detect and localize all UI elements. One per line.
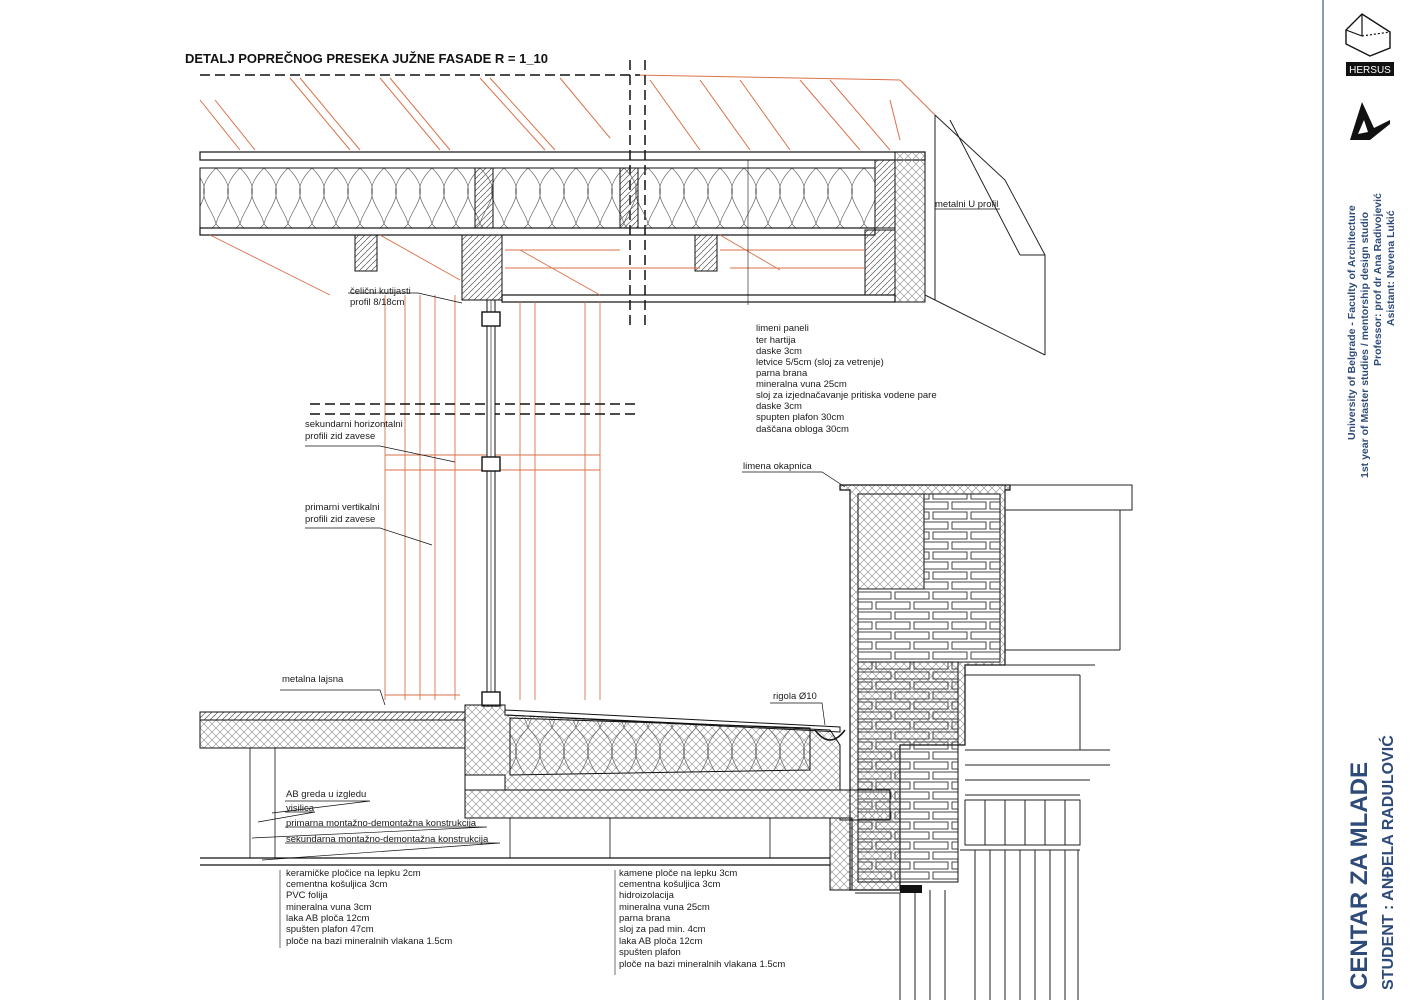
- assistant-line: Asistant: Nevena Lukić: [1385, 210, 1397, 326]
- roof-layer: sloj za izjednačavanje pritiska vodene p…: [756, 390, 937, 401]
- floor-layer: mineralna vuna 25cm: [619, 902, 710, 913]
- label-primary-vertical-2: profili zid zavese: [305, 514, 375, 525]
- roof-layer: daščana obloga 30cm: [756, 424, 849, 435]
- floor-layer: parna brana: [619, 913, 671, 924]
- curtain-wall: [310, 295, 640, 707]
- professor-line: Professor: prof dr Ana Radivojević: [1372, 193, 1384, 366]
- floor-layer: spušten plafon 47cm: [286, 924, 374, 935]
- drawing-title: DETALJ POPREČNOG PRESEKA JUŽNE FASADE R …: [185, 51, 548, 66]
- floor-slab: [199, 704, 922, 1000]
- label-steel-box-2: profil 8/18cm: [350, 297, 404, 308]
- roof-layer: parna brana: [756, 368, 808, 379]
- sidebar-divider: [1322, 0, 1324, 1000]
- roof-layer: limeni paneli: [756, 323, 809, 334]
- roof-layer: ter hartija: [756, 335, 796, 346]
- faculty-logo: [1350, 102, 1390, 140]
- label-metal-strip: metalna lajsna: [282, 674, 344, 685]
- roof-section: [199, 60, 1046, 356]
- floor-layer: kamene ploče na lepku 3cm: [619, 868, 737, 879]
- floor-layer: hidroizolacija: [619, 890, 675, 901]
- floor-layer: laka AB ploča 12cm: [619, 936, 703, 947]
- floor-layer: ploče na bazi mineralnih vlakana 1.5cm: [286, 936, 452, 947]
- label-secondary-horizontal-2: profili zid zavese: [305, 431, 375, 442]
- floor-layer: sloj za pad min. 4cm: [619, 924, 706, 935]
- roof-layer: daske 3cm: [756, 401, 802, 412]
- roof-layer: daske 3cm: [756, 346, 802, 357]
- label-gutter: rigola Ø10: [773, 691, 817, 702]
- floor-layer: keramičke pločice na lepku 2cm: [286, 868, 421, 879]
- label-metal-u-profile: metalni U profil: [935, 199, 998, 210]
- roof-layer: letvice 5/5cm (sloj za vetrenje): [756, 357, 884, 368]
- roof-layer: spupten plafon 30cm: [756, 412, 844, 423]
- label-primary-mounting: primarna montažno-demontažna konstrukcij…: [286, 818, 477, 829]
- label-secondary-horizontal-1: sekundarni horizontalni: [305, 419, 403, 430]
- title-block-sidebar: HERSUS University of Belgrade - Faculty …: [1322, 0, 1414, 1000]
- floor-layer: laka AB ploča 12cm: [286, 913, 370, 924]
- student-name: STUDENT : ANĐELA RADULOVIĆ: [1380, 735, 1397, 990]
- label-primary-vertical-1: primarni vertikalni: [305, 502, 379, 513]
- floor-layer: PVC folija: [286, 890, 328, 901]
- roof-layer: mineralna vuna 25cm: [756, 379, 847, 390]
- project-title: CENTAR ZA MLADE: [1346, 762, 1373, 990]
- floor-layer: mineralna vuna 3cm: [286, 902, 372, 913]
- studio-line: 1st year of Master studies / mentorship …: [1359, 211, 1371, 478]
- label-drip-edge: limena okapnica: [743, 461, 812, 472]
- floor-layer: cementna košuljica 3cm: [286, 879, 387, 890]
- label-beam-in-view: AB greda u izgledu: [286, 789, 366, 800]
- logo-text: HERSUS: [1349, 65, 1391, 76]
- parapet-wall: [839, 484, 1133, 1000]
- hersus-logo: HERSUS: [1345, 13, 1394, 76]
- label-hanger: visilica: [286, 803, 315, 814]
- label-steel-box-1: čelični kutijasti: [350, 286, 411, 297]
- label-secondary-mounting: sekundarna montažno-demontažna konstrukc…: [286, 834, 489, 845]
- floor-layer: ploče na bazi mineralnih vlakana 1.5cm: [619, 959, 785, 970]
- floor-layer-list-left: keramičke pločice na lepku 2cm cementna …: [286, 868, 452, 947]
- floor-layer-list-right: kamene ploče na lepku 3cm cementna košul…: [619, 868, 785, 970]
- floor-layer: cementna košuljica 3cm: [619, 879, 720, 890]
- roof-layer-list: limeni paneli ter hartija daske 3cm letv…: [756, 323, 937, 435]
- floor-layer: spušten plafon: [619, 947, 681, 958]
- university-line: University of Belgrade - Faculty of Arch…: [1346, 205, 1358, 440]
